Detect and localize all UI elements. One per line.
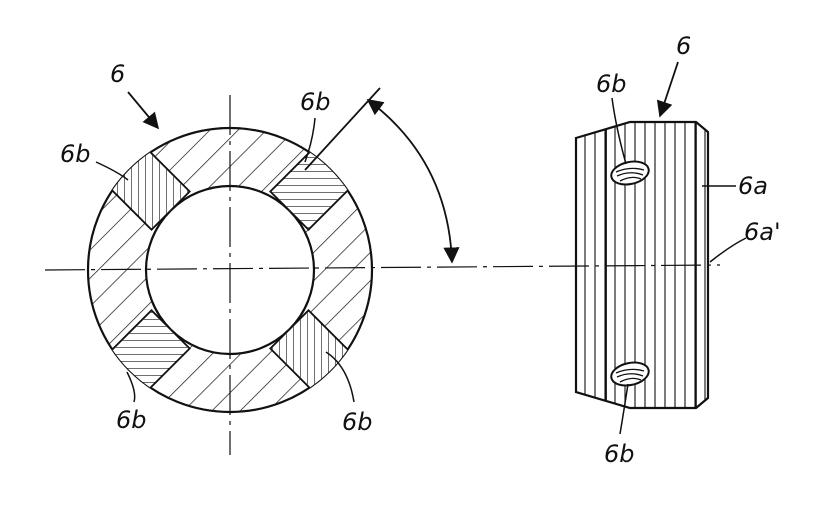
leader-slot-bottom-left <box>126 371 136 403</box>
label-slot-top-left: 6b <box>60 140 91 168</box>
side-view <box>574 120 710 410</box>
side-body-outline <box>574 120 710 410</box>
angle-arc <box>366 99 460 264</box>
labels: 6 6b 6b 6b 6b 6 6b 6a 6a' 6b <box>60 32 781 468</box>
leader-ring-number <box>127 91 160 130</box>
side-hole-top <box>610 160 650 186</box>
angle-indicator <box>304 87 460 264</box>
leader-side-edge <box>709 237 747 263</box>
leader-slot-bottom-right <box>325 351 355 403</box>
leader-lines <box>95 61 747 435</box>
leader-slot-top-left <box>95 161 129 181</box>
side-hole-bottom <box>610 361 650 387</box>
label-side-hole-top: 6b <box>596 70 627 98</box>
label-side-edge: 6a' <box>744 218 781 246</box>
label-side-hole-bottom: 6b <box>604 440 635 468</box>
side-body-hatch <box>576 122 708 408</box>
leader-side-hole-top <box>611 97 627 165</box>
label-slot-top-right: 6b <box>300 88 331 116</box>
leader-side-hole-bottom <box>619 383 629 435</box>
label-ring-number: 6 <box>110 60 125 88</box>
label-slot-bottom-left: 6b <box>116 406 147 434</box>
label-side-face: 6a <box>738 172 768 200</box>
label-side-number: 6 <box>676 32 691 60</box>
leader-side-number <box>656 61 679 118</box>
leader-slot-top-right <box>304 117 316 163</box>
label-slot-bottom-right: 6b <box>342 408 373 436</box>
